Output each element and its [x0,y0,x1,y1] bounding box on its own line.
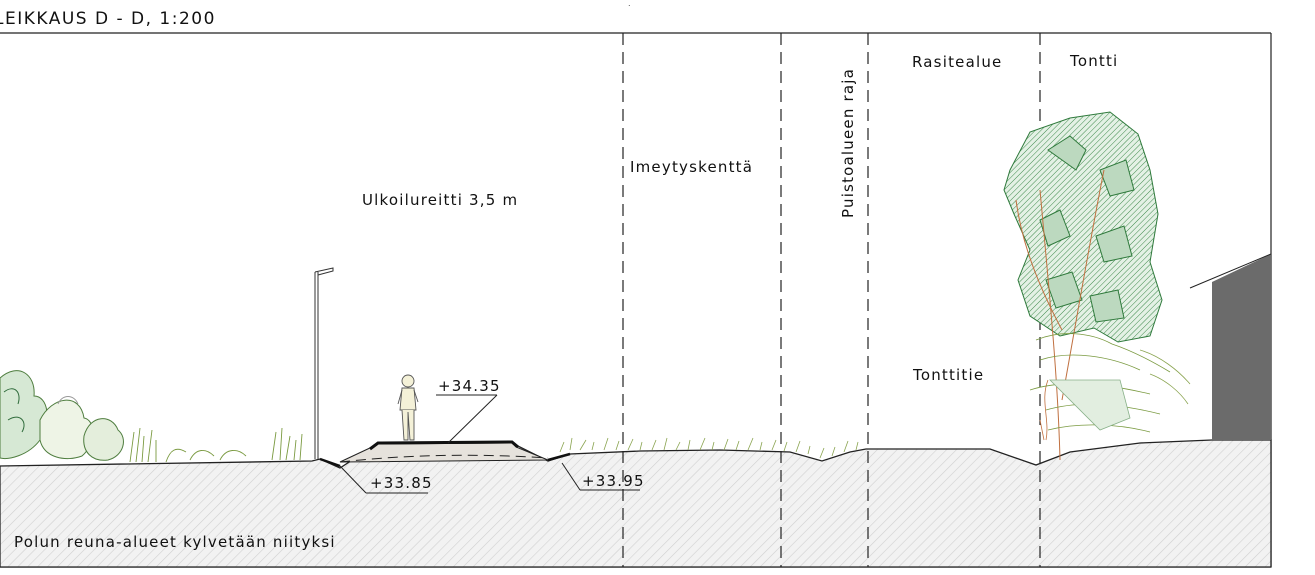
label-park-boundary: Puistoalueen raja [839,68,857,218]
path-structure [319,440,571,468]
svg-text:+33.85: +33.85 [370,474,433,492]
dot-mark: . [628,0,631,8]
label-easement-area: Rasitealue [912,53,1002,71]
svg-text:+34.35: +34.35 [438,377,501,395]
building-icon [1189,253,1272,440]
label-plot: Tontti [1069,52,1118,70]
shrub-icon [0,370,124,461]
grass-icon [559,437,859,459]
label-infiltration-field: Imeytyskenttä [630,158,753,176]
shrub-icon [1029,333,1191,433]
street-lamp-icon [314,267,334,459]
grass-icon [129,427,303,463]
label-plot-road: Tonttitie [912,366,984,384]
drawing-title: LEIKKAUS D - D, 1:200 [0,9,216,29]
pedestrian-icon [397,374,419,441]
level-annotation-left-ditch: +33.85 [339,465,433,494]
label-outdoor-path: Ulkoilureitti 3,5 m [362,191,518,209]
tree-icon [1003,111,1163,461]
svg-text:+33.95: +33.95 [582,472,645,490]
level-annotation-right-ditch: +33.95 [561,462,645,491]
level-annotation-path-top: +34.35 [436,377,501,444]
meadow-note: Polun reuna-alueet kylvetään niityksi [14,533,336,551]
